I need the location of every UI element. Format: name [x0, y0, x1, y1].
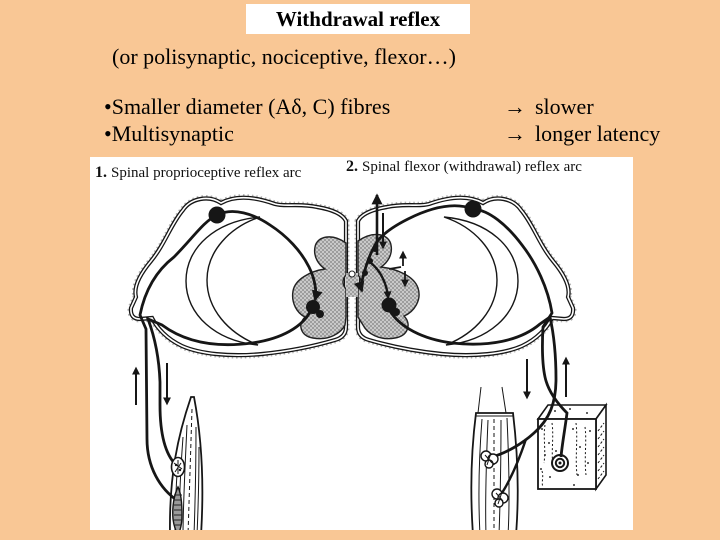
- white-matter-crescent-left: [185, 216, 261, 346]
- bullet-2-result-text: longer latency: [535, 121, 661, 146]
- page-title: Withdrawal reflex: [275, 6, 441, 31]
- interneuron-dot: [362, 270, 368, 276]
- right-arrow-icon: →: [504, 94, 526, 119]
- gray-matter-left: [291, 236, 347, 340]
- central-canal: [348, 270, 356, 278]
- figure-label-1: 1.Spinal proprioceptive reflex arc: [95, 164, 301, 182]
- white-matter-crescent-right: [443, 216, 519, 346]
- skin-receptor-spiral: [551, 454, 569, 472]
- figure-label-2: 2.Spinal flexor (withdrawal) reflex arc: [346, 158, 582, 176]
- skin-block-dots: [540, 408, 591, 486]
- interneuron-dot: [367, 258, 373, 264]
- bullet-2-left: •Multisynaptic: [104, 121, 504, 147]
- interneuron-connector: [388, 266, 402, 270]
- right-arrow-icon: →: [504, 121, 526, 146]
- figure-label-2-number: 2.: [346, 158, 358, 175]
- limb-arrows: [132, 356, 570, 406]
- bullet-marker: •: [104, 94, 112, 119]
- title-box: Withdrawal reflex: [246, 4, 470, 34]
- muscle-spindle-left: [170, 456, 186, 478]
- motor-endplate-lower: [491, 488, 509, 508]
- bullet-1-result-text: slower: [535, 94, 594, 119]
- dorsal-root-ganglion-left: [208, 206, 226, 224]
- afferent-path-right: [353, 204, 569, 458]
- figure-label-2-text: Spinal flexor (withdrawal) reflex arc: [362, 159, 582, 175]
- bullet-marker: •: [104, 121, 112, 146]
- spinal-cord-right: [355, 195, 576, 358]
- interneuron-dot: [372, 246, 378, 252]
- skin-block-texture: [541, 422, 587, 488]
- efferent-path-left: [145, 309, 313, 466]
- motor-neuron-left: [306, 300, 320, 314]
- motor-neuron-right: [381, 297, 397, 313]
- bullet-2-text: Multisynaptic: [111, 121, 234, 146]
- reflex-figure: 1.Spinal proprioceptive reflex arc 2.Spi…: [90, 157, 633, 530]
- bullet-1-result: → slower: [504, 94, 594, 120]
- gray-matter-right: [357, 233, 420, 340]
- skin-block-hatch: [597, 422, 605, 480]
- tract-arrows: [371, 193, 409, 288]
- bullet-1-left: •Smaller diameter (Aδ, C) fibres: [104, 94, 504, 120]
- dorsal-root-ganglion-right: [464, 200, 482, 218]
- spinal-cord-left: [128, 195, 349, 358]
- bullet-line-1: •Smaller diameter (Aδ, C) fibres → slower: [104, 94, 684, 120]
- motor-endplate-upper: [480, 450, 499, 469]
- bullet-2-result: → longer latency: [504, 121, 660, 147]
- skin-block: [536, 402, 608, 492]
- reflex-arc-diagram: [127, 193, 608, 530]
- efferent-path-right: [388, 310, 558, 459]
- bullet-line-2: •Multisynaptic → longer latency: [104, 121, 684, 147]
- neuron-cell-bodies: [208, 200, 482, 318]
- figure-label-1-text: Spinal proprioceptive reflex arc: [111, 165, 302, 181]
- bullet-1-text: Smaller diameter (Aδ, C) fibres: [111, 94, 391, 119]
- subtitle: (or polisynaptic, nociceptive, flexor…): [112, 44, 456, 69]
- figure-label-1-number: 1.: [95, 164, 107, 181]
- efferent-branch-right: [500, 438, 528, 494]
- interneuron-branch-to-motor: [370, 262, 392, 300]
- intrafusal-spindle-left: [172, 485, 183, 530]
